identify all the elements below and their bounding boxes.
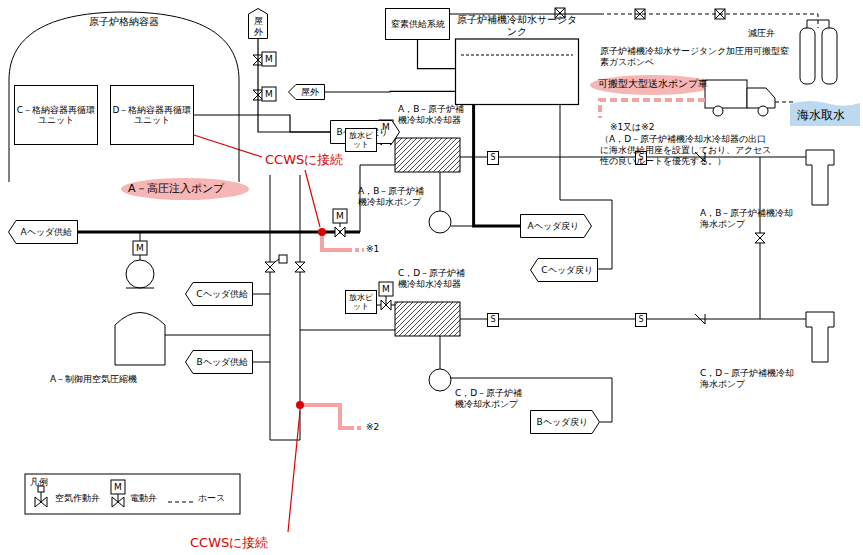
surge-tank: 原子炉補機冷却水サージタンク <box>455 14 579 105</box>
node-text: 窒素供給系統 <box>391 19 445 29</box>
node-text: Aヘッダ供給 <box>20 227 71 237</box>
label-text: A，B－原子炉補機冷却海水ポンプ <box>700 208 800 230</box>
node-text: D－格納容器再循環ユニット <box>111 105 193 126</box>
label-text: C，D－原子炉補機冷却海水ポンプ <box>700 368 800 390</box>
outdoor-tag: 屋外 <box>288 84 325 100</box>
node-text: 放水ピット <box>346 293 376 311</box>
header-tag: Aヘッダ戻り <box>520 214 592 238</box>
strainer-box: S <box>635 313 647 327</box>
valve-mark: M <box>381 121 391 133</box>
node-text: 原子炉補機冷却水サージタンク <box>455 14 579 37</box>
node-text: Bヘッダ戻り <box>536 417 587 427</box>
node-text: 放水ピット <box>346 131 376 149</box>
header-tag: Cヘッダ戻り <box>530 258 598 282</box>
node-text: S <box>638 315 643 324</box>
label-text: 凡例 <box>30 477 60 488</box>
node-text: Cヘッダ供給 <box>196 289 247 299</box>
header-tag: Aヘッダ供給 <box>8 220 78 244</box>
pipe-connector <box>325 91 455 93</box>
label-text: C，D－原子炉補機冷却水ポンプ <box>455 388 527 410</box>
pipe-connector <box>474 105 520 226</box>
valve-mark: M <box>381 283 391 295</box>
outdoor-tag: 屋外 <box>248 8 268 39</box>
strainer-box: S <box>487 313 499 327</box>
header-tag: Bヘッダ供給 <box>185 350 253 374</box>
valve-mark: M <box>264 88 274 100</box>
node-text: Cヘッダ戻り <box>541 265 592 275</box>
node-text: 屋外 <box>301 87 319 97</box>
pipe-connector <box>418 40 456 69</box>
legend-text: 空気作動弁 <box>55 493 100 504</box>
label-text: ※2 <box>366 422 388 433</box>
valve-mark: M <box>335 210 345 222</box>
drain-pit: 放水ピット <box>345 128 377 152</box>
node-text: Bヘッダ供給 <box>196 357 247 367</box>
node-text: C－格納容器再循環ユニット <box>15 105 97 126</box>
node-text: 原子炉格納容器 <box>89 16 159 28</box>
label-text: CCWSに接続 <box>190 535 285 551</box>
strainer-box: S <box>487 151 499 165</box>
node-text: S <box>490 153 495 162</box>
node-text: 屋外 <box>254 16 263 37</box>
label-text: 可搬型大型送水ポンプ車 <box>598 78 708 90</box>
label-text: A－高圧注入ポンプ <box>128 182 244 195</box>
header-tag: Bヘッダ戻り <box>530 410 600 434</box>
drain-pit: 放水ピット <box>345 290 377 314</box>
label-text: ※1又は※2 <box>610 122 760 133</box>
legend-text: ホース <box>198 493 225 504</box>
valve-mark: M <box>135 242 145 254</box>
label-text: A－制御用空気圧縮機 <box>50 374 180 385</box>
containment-vessel: 原子炉格納容器 C－格納容器再循環ユニット D－格納容器再循環ユニット <box>8 10 240 182</box>
recirculation-unit: D－格納容器再循環ユニット <box>110 85 194 145</box>
supply-box: 窒素供給系統 <box>385 8 450 40</box>
label-text: （A，D－原子炉補機冷却水冷却器の出口に海水供給用座を設置しており、アクセス性の… <box>600 134 775 166</box>
pipe-connector <box>194 115 330 132</box>
label-text: 海水取水 <box>797 108 859 122</box>
label-text: 原子炉補機冷却水サージタンク加圧用可搬型窒素ガスボンベ <box>600 46 790 68</box>
label-text: A，B－原子炉補機冷却水ポンプ <box>358 186 432 208</box>
node-text: S <box>490 315 495 324</box>
label-text: CCWSに接続 <box>265 152 355 168</box>
valve-mark: M <box>264 53 274 65</box>
legend-text: 電動弁 <box>130 493 157 504</box>
label-text: A，B－原子炉補機冷却水冷却器 <box>398 104 468 126</box>
label-text: 減圧弁 <box>748 28 788 39</box>
pipe-connector <box>258 39 330 132</box>
node-text: Aヘッダ戻り <box>527 221 578 231</box>
header-tag: Cヘッダ供給 <box>185 282 253 306</box>
recirculation-unit: C－格納容器再循環ユニット <box>14 85 98 145</box>
label-text: ※1 <box>366 244 388 255</box>
label-text: C，D－原子炉補機冷却水冷却器 <box>398 268 468 290</box>
valve-mark: M <box>113 481 123 493</box>
